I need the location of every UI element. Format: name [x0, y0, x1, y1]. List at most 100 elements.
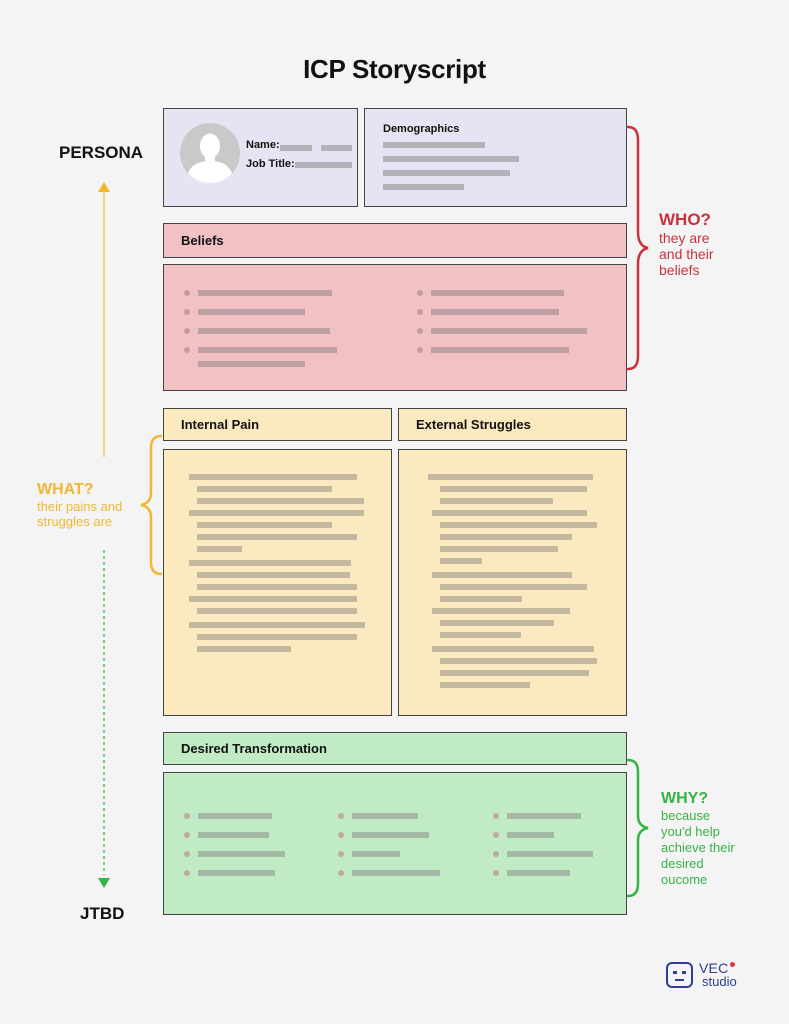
demographics-line — [383, 170, 510, 176]
beliefs-line — [431, 309, 559, 315]
bullet-dot — [493, 832, 499, 838]
job-title-value-placeholder — [295, 162, 352, 168]
what-annotation: WHAT? their pains and struggles are — [37, 481, 137, 529]
internal-pain-line — [197, 486, 332, 492]
what-heading: WHAT? — [37, 481, 94, 498]
external-struggles-line — [440, 558, 482, 564]
who-line: and their — [659, 246, 714, 262]
bullet-dot — [184, 851, 190, 857]
why-heading: WHY? — [661, 790, 709, 807]
bullet-dot — [417, 328, 423, 334]
external-struggles-line — [440, 546, 558, 552]
why-line: because — [661, 808, 711, 823]
external-struggles-line — [440, 534, 572, 540]
beliefs-label: Beliefs — [181, 233, 224, 248]
internal-pain-line — [197, 584, 357, 590]
external-struggles-line — [440, 498, 553, 504]
internal-pain-body — [163, 449, 392, 716]
transformation-line — [507, 832, 554, 838]
name-value-placeholder — [280, 145, 312, 151]
desired-transformation-header: Desired Transformation — [163, 732, 627, 765]
avatar-icon — [180, 123, 240, 183]
beliefs-line — [431, 347, 569, 353]
external-struggles-line — [440, 584, 587, 590]
internal-pain-line — [189, 510, 364, 516]
internal-pain-line — [197, 646, 291, 652]
who-bracket — [626, 125, 649, 371]
transformation-line — [198, 832, 269, 838]
external-struggles-line — [428, 474, 593, 480]
external-struggles-line — [440, 658, 597, 664]
external-struggles-body — [398, 449, 627, 716]
transformation-line — [507, 851, 593, 857]
beliefs-line — [431, 290, 564, 296]
internal-pain-line — [189, 560, 351, 566]
internal-pain-line — [189, 596, 357, 602]
who-line: they are — [659, 230, 710, 246]
external-struggles-line — [440, 632, 521, 638]
what-line: struggles are — [37, 514, 113, 529]
bullet-dot — [184, 813, 190, 819]
logo-dot — [730, 962, 735, 967]
why-line: you'd help — [661, 824, 720, 839]
name-label: Name: — [246, 139, 280, 151]
beliefs-body — [163, 264, 627, 391]
bullet-dot — [338, 851, 344, 857]
beliefs-line — [198, 309, 305, 315]
external-struggles-line — [440, 486, 587, 492]
transformation-line — [198, 851, 285, 857]
bullet-dot — [184, 870, 190, 876]
logo-text-top: VEC — [699, 960, 729, 976]
internal-pain-header: Internal Pain — [163, 408, 392, 441]
transformation-line — [352, 813, 418, 819]
page-title: ICP Storyscript — [303, 54, 486, 84]
demographics-card: Demographics — [364, 108, 627, 207]
beliefs-header: Beliefs — [163, 223, 627, 258]
what-line: their pains and — [37, 499, 123, 514]
why-bracket — [626, 758, 649, 898]
bullet-dot — [493, 870, 499, 876]
name-value-placeholder-2 — [321, 145, 352, 151]
why-annotation: WHY? because you'd help achieve their de… — [661, 790, 781, 888]
internal-pain-label: Internal Pain — [181, 417, 260, 432]
external-struggles-line — [440, 682, 530, 688]
internal-pain-line — [197, 572, 350, 578]
robot-face-icon — [666, 962, 693, 988]
why-line: desired — [661, 856, 704, 871]
external-struggles-label: External Struggles — [416, 417, 531, 432]
internal-pain-line — [197, 534, 357, 540]
vec-studio-logo: VEC studio — [665, 960, 775, 992]
transformation-line — [198, 813, 272, 819]
internal-pain-line — [189, 622, 365, 628]
bullet-dot — [417, 309, 423, 315]
external-struggles-line — [432, 608, 570, 614]
transformation-line — [352, 832, 429, 838]
job-title-label: Job Title: — [246, 158, 295, 170]
internal-pain-line — [197, 546, 242, 552]
why-line: oucome — [661, 872, 708, 887]
bullet-dot — [184, 290, 190, 296]
demographics-line — [383, 184, 464, 190]
external-struggles-line — [432, 572, 572, 578]
bullet-dot — [417, 347, 423, 353]
external-struggles-header: External Struggles — [398, 408, 627, 441]
what-bracket — [140, 434, 163, 576]
internal-pain-line — [189, 474, 357, 480]
desired-transformation-body — [163, 772, 627, 915]
bullet-dot — [493, 851, 499, 857]
external-struggles-line — [432, 510, 587, 516]
external-struggles-line — [432, 646, 594, 652]
external-struggles-line — [440, 596, 522, 602]
why-line: achieve their — [661, 840, 735, 855]
demographics-line — [383, 156, 519, 162]
arrow-up-head-icon — [98, 182, 110, 192]
logo-text-bottom: studio — [702, 974, 737, 989]
internal-pain-line — [197, 498, 364, 504]
bullet-dot — [184, 328, 190, 334]
bullet-dot — [338, 813, 344, 819]
beliefs-line — [198, 347, 337, 353]
external-struggles-line — [440, 670, 589, 676]
arrow-down-head-icon — [98, 878, 110, 888]
external-struggles-line — [440, 522, 597, 528]
beliefs-line — [198, 361, 305, 367]
